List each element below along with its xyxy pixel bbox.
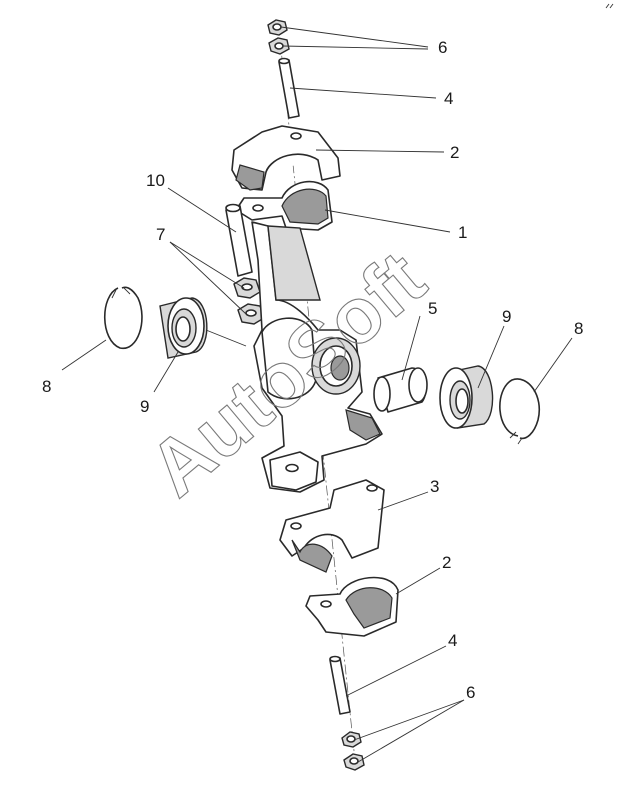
callout-2-top: 2 <box>450 143 459 162</box>
upper-bracket-block <box>235 180 333 231</box>
guide-pin <box>225 203 253 277</box>
right-circlip <box>499 378 541 445</box>
callout-9-right: 9 <box>502 307 511 326</box>
top-bearing-cap <box>231 125 341 191</box>
callout-2-bottom: 2 <box>442 553 451 572</box>
callout-7: 7 <box>156 225 165 244</box>
corner-mark <box>605 3 614 9</box>
callout-4-top: 4 <box>444 89 453 108</box>
callout-6-top: 6 <box>438 38 447 57</box>
left-circlip <box>103 286 143 349</box>
bushing-sleeve <box>373 367 428 413</box>
callout-8-right: 8 <box>574 319 583 338</box>
small-nut-upper <box>233 277 261 299</box>
top-nut-upper <box>267 19 288 36</box>
main-knuckle-body <box>251 221 383 493</box>
callout-5: 5 <box>428 299 437 318</box>
bottom-stud <box>329 655 351 715</box>
leader-lines <box>61 26 573 763</box>
callout-6-bottom: 6 <box>466 683 475 702</box>
callout-8-left: 8 <box>42 377 51 396</box>
callout-10: 10 <box>146 171 165 190</box>
bottom-bearing-cap <box>305 576 399 637</box>
callout-9-left: 9 <box>140 397 149 416</box>
top-stud <box>278 57 300 119</box>
callout-3: 3 <box>430 477 439 496</box>
top-nut-lower <box>268 37 290 55</box>
small-nut-lower <box>237 303 265 325</box>
bottom-nut-upper <box>341 731 362 748</box>
callout-4-bottom: 4 <box>448 631 457 650</box>
left-bearing <box>159 297 208 359</box>
bottom-nut-lower <box>343 753 365 771</box>
right-bearing <box>439 365 494 429</box>
callout-1: 1 <box>458 223 467 242</box>
lower-bracket-block <box>279 479 385 573</box>
